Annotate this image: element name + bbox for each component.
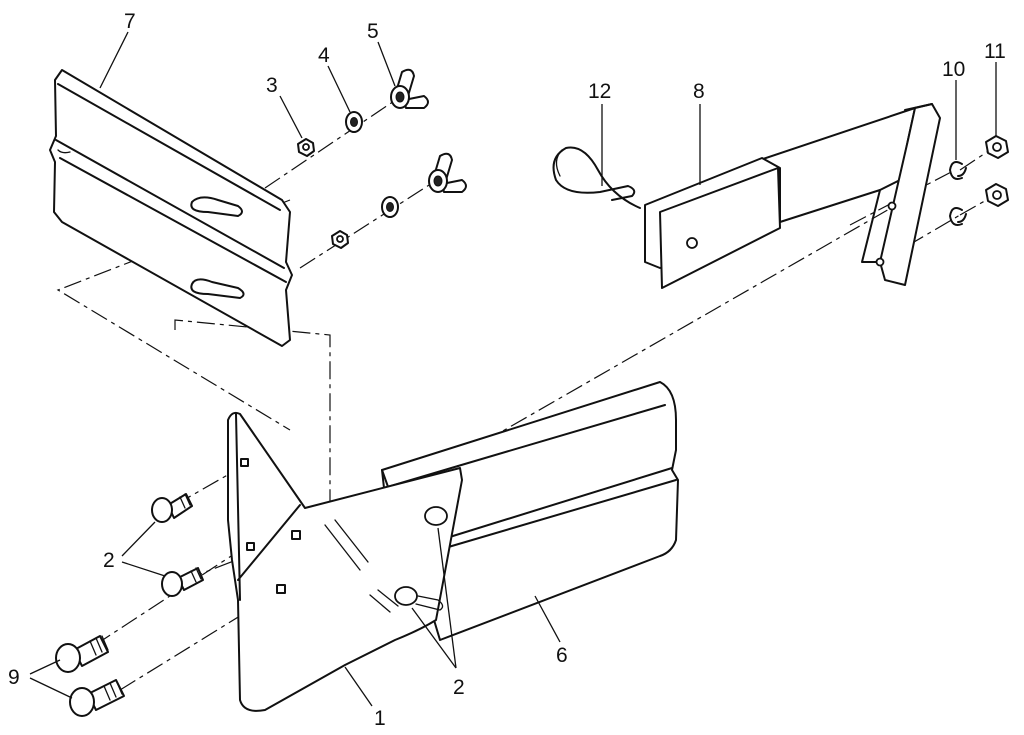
part-8-bracket-arm [644,103,941,289]
lower-wing-nut [428,152,467,193]
callout-6: 6 [556,644,568,667]
part-1-bracket-base [227,411,463,712]
callout-4: 4 [318,44,330,67]
callout-8: 8 [693,80,705,103]
lower-bolt-9 [69,679,125,717]
lower-fastener-set [331,152,467,249]
upper-carriage-bolt [151,493,193,523]
leader-lines [29,31,997,707]
upper-fastener-set [297,68,429,157]
part-1-lower-hole [394,586,418,606]
callout-9: 9 [8,666,20,689]
callout-3: 3 [266,74,278,97]
part-7-upper-slot [190,196,243,217]
part-7-lower-slot [190,278,245,299]
callout-labels: 7 3 4 5 12 8 10 11 2 9 2 1 6 [8,10,1006,730]
upper-bolt-9 [55,635,109,673]
part-6-extension-plate [381,381,679,641]
callout-10: 10 [942,58,965,81]
part-1-upper-hole [424,506,448,526]
part-11-hex-nuts [985,135,1009,207]
part-2-carriage-bolts [151,493,204,597]
callout-2-right: 2 [453,676,465,699]
part-10-lock-washers [949,161,967,226]
callout-1: 1 [374,707,386,730]
part-7-guard-plate [49,69,293,347]
lower-carriage-bolt [161,567,204,597]
part-9-bolts [55,635,125,717]
callout-7: 7 [124,10,136,33]
part-12-hairpin-clip [552,146,641,209]
callout-5: 5 [367,20,379,43]
callout-2-left: 2 [103,549,115,572]
part-5-wing-nut [390,68,429,109]
callout-12: 12 [588,80,611,103]
callout-11: 11 [984,40,1006,63]
